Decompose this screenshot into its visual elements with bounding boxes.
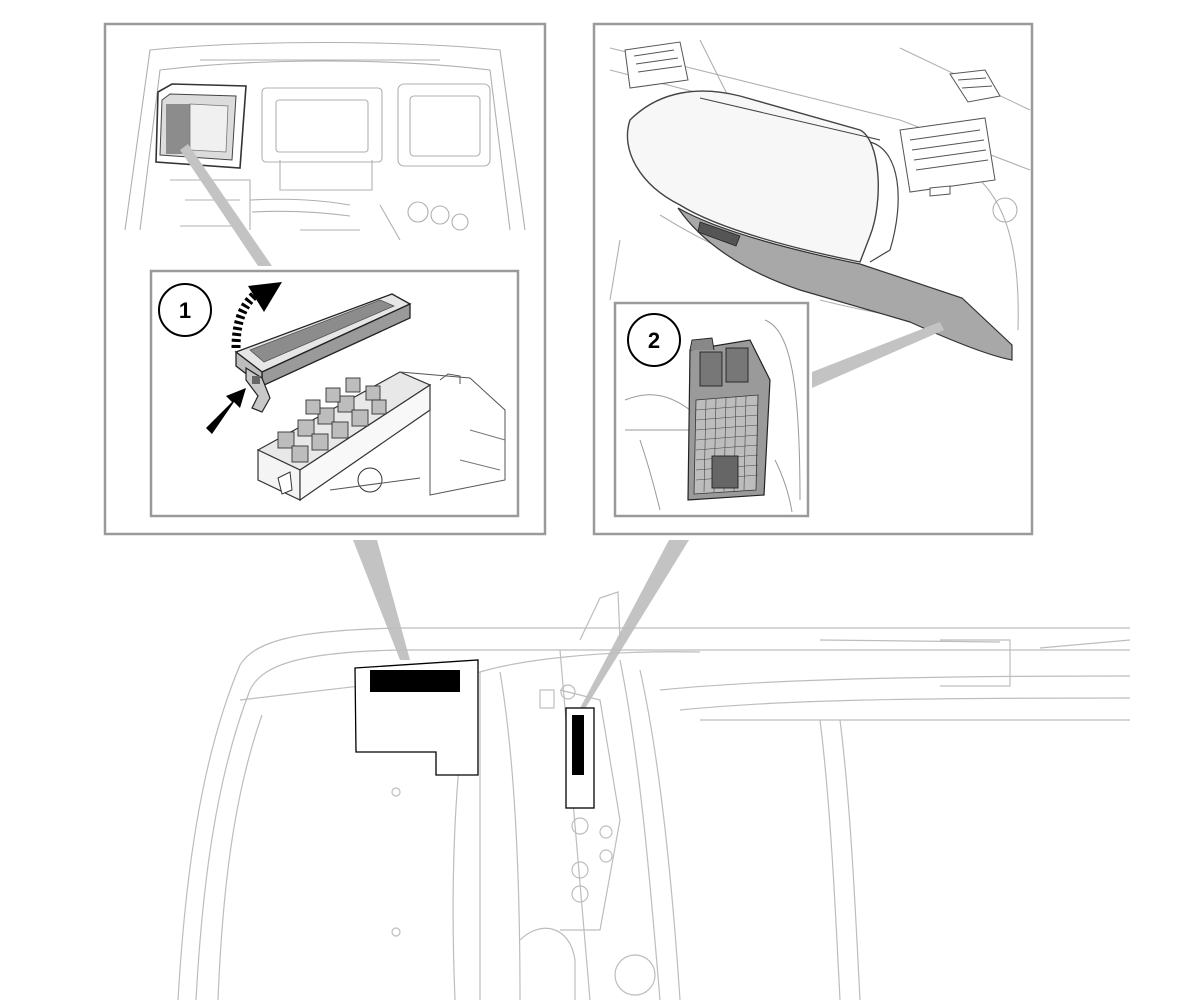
fuse-box-cover — [234, 293, 412, 413]
push-arrow-icon — [206, 388, 246, 434]
glovebox — [626, 90, 1013, 361]
callout-2-label: 2 — [648, 328, 660, 353]
pointer-engine-bay — [353, 540, 410, 660]
lift-arrow-icon — [231, 282, 282, 349]
vehicle-top-view — [177, 591, 1131, 1000]
passenger-fuse-inset: 2 — [613, 301, 810, 518]
pointer-wedges — [353, 540, 689, 712]
callout-circle-1: 1 — [158, 283, 212, 337]
fuse-base — [256, 371, 506, 502]
passenger-panel: 2 — [592, 22, 1034, 536]
glovebox-pointer — [812, 322, 944, 388]
engine-bay-fuse-box-marker — [354, 659, 479, 776]
engine-bay-panel: 1 — [103, 22, 547, 536]
engine-bay-line-art — [124, 41, 526, 241]
callout-circle-2: 2 — [627, 313, 681, 367]
engine-fuse-box-in-bay — [155, 83, 247, 169]
inset-pointer — [180, 144, 272, 266]
engine-fuse-inset: 1 — [149, 269, 520, 518]
passenger-fuse-box — [687, 337, 771, 501]
passenger-fuse-box-marker — [565, 707, 595, 809]
pointer-passenger-compartment — [578, 540, 689, 712]
air-vents — [624, 41, 1001, 197]
callout-1-label: 1 — [179, 298, 191, 323]
